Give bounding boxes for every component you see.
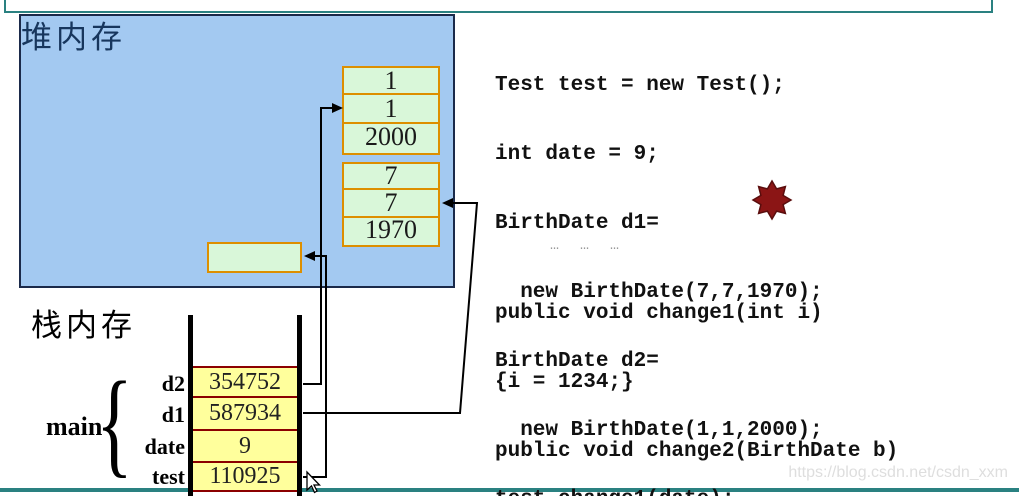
slide-bottom-border — [0, 488, 1019, 492]
object-field: 7 — [344, 188, 438, 217]
code-line: int date = 9; — [495, 143, 659, 166]
stack-var-label-test: test — [152, 464, 185, 489]
slide-top-border — [4, 11, 993, 13]
code-line: Test test = new Test(); — [495, 74, 785, 97]
code-line: public void change2(BirthDate b) — [495, 440, 899, 463]
code-line: test.change1(date); — [495, 488, 823, 496]
code-line: {i = 1234;} — [495, 371, 634, 394]
object-field: 1 — [384, 65, 398, 95]
main-frame-label: main — [46, 412, 103, 441]
code-panel-main: Test test = new Test(); int date = 9; Bi… — [495, 28, 823, 496]
code-ellipsis: … … … — [550, 237, 626, 254]
stack-memory-title: 栈内存 — [31, 308, 136, 343]
code-line: new BirthDate(7,7,1970); — [495, 281, 823, 304]
code-line: BirthDate d1= — [495, 212, 659, 235]
heap-object-test — [207, 242, 302, 273]
stack-wall-right — [297, 315, 302, 496]
heap-object-birthdate-1970: 7 7 1970 — [342, 161, 440, 247]
slide-border-stub-right — [991, 0, 993, 13]
main-frame-brace: { — [96, 357, 133, 488]
object-field-empty — [209, 244, 300, 271]
watermark-text: https://blog.csdn.net/csdn_xxm — [788, 464, 1008, 481]
code-panel-methods: public void change1(int i) {i = 1234;} p… — [495, 256, 898, 496]
heap-object-birthdate-2000: 1 1 2000 — [342, 66, 440, 155]
stack-cell-d2: 354752 — [193, 368, 297, 398]
stack-cell-d1: 587934 — [193, 398, 297, 431]
object-field: 1970 — [344, 215, 438, 244]
stack-var-label-d2: d2 — [161, 371, 185, 396]
stack-var-label-d1: d1 — [161, 402, 185, 427]
object-field: 2000 — [344, 122, 438, 151]
object-field: 7 — [384, 161, 398, 190]
stack-wall-left — [188, 315, 193, 496]
code-line: BirthDate d2= — [495, 350, 659, 373]
stack-var-label-date: date — [144, 434, 185, 459]
code-line: new BirthDate(1,1,2000); — [495, 419, 823, 442]
heap-memory-title: 堆内存 — [21, 20, 126, 55]
stack-cell-test: 110925 — [193, 463, 297, 492]
object-field: 1 — [344, 93, 438, 123]
stack-cell-date: 9 — [193, 431, 297, 463]
stack-frame-cells: 354752 587934 9 110925 — [193, 366, 297, 492]
code-line: public void change1(int i) — [495, 302, 823, 325]
slide-border-stub-left — [4, 0, 6, 13]
